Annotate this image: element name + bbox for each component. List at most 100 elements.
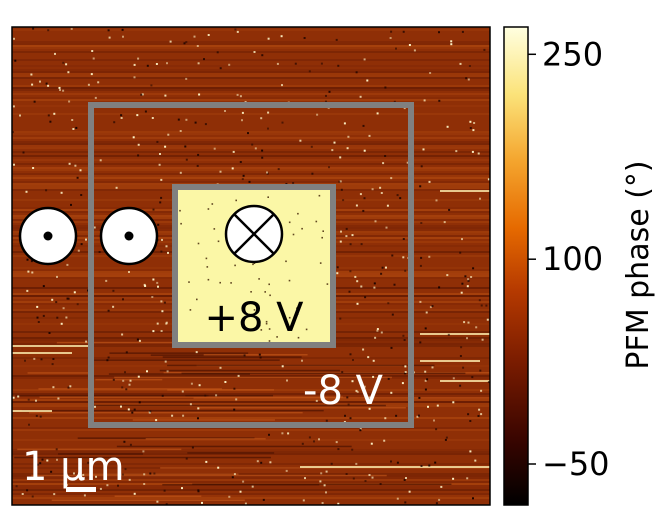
speckle (47, 29, 50, 32)
speckle (74, 164, 77, 167)
speckle (122, 379, 125, 382)
speckle (181, 390, 184, 393)
into-plane-cross-icon (224, 204, 284, 264)
speckle (94, 405, 96, 408)
speckle (363, 385, 366, 388)
speckle (242, 174, 245, 177)
speckle (424, 327, 427, 330)
speckle (27, 398, 30, 401)
scan-line (181, 372, 466, 375)
scan-line (12, 449, 490, 451)
speckle (387, 302, 390, 305)
speckle (62, 61, 65, 64)
scan-line (12, 59, 490, 61)
speckle (349, 270, 352, 273)
speckle (195, 351, 198, 354)
speckle (333, 141, 336, 144)
speckle (471, 150, 474, 153)
speckle (56, 316, 59, 319)
speckle (75, 126, 78, 129)
speckle (52, 386, 55, 389)
speckle (197, 407, 200, 410)
speckle (396, 497, 399, 500)
speckle (387, 377, 390, 380)
speckle (384, 86, 387, 89)
speckle (233, 473, 236, 476)
speckle (301, 359, 303, 362)
speckle (301, 227, 303, 230)
speckle (362, 348, 365, 351)
speckle (325, 419, 328, 422)
speckle (194, 121, 197, 124)
speckle (112, 289, 115, 292)
scan-line (132, 419, 275, 421)
speckle (478, 408, 481, 411)
speckle (384, 417, 387, 420)
speckle (435, 502, 438, 505)
speckle (261, 54, 264, 57)
speckle (276, 62, 279, 65)
speckle (143, 483, 146, 485)
speckle (228, 495, 231, 498)
speckle (428, 255, 431, 258)
scan-line (12, 141, 490, 143)
speckle (141, 93, 144, 96)
speckle (95, 475, 97, 478)
speckle (97, 81, 100, 84)
speckle (142, 450, 145, 453)
scan-line (12, 477, 490, 479)
scan-line (12, 393, 490, 395)
scan-line (27, 372, 89, 374)
speckle (390, 391, 393, 394)
speckle (87, 461, 90, 464)
speckle (335, 38, 338, 41)
speckle (219, 170, 222, 173)
speckle (28, 423, 30, 426)
scale-bar (66, 487, 96, 492)
speckle (373, 286, 376, 289)
speckle (219, 281, 221, 284)
speckle (368, 407, 371, 410)
speckle (188, 281, 190, 283)
speckle (424, 388, 427, 391)
speckle (328, 166, 330, 169)
scan-line (185, 394, 274, 397)
speckle (155, 63, 158, 65)
scan-line (31, 474, 387, 477)
speckle (122, 35, 124, 38)
scan-line (193, 397, 490, 399)
speckle (55, 448, 58, 451)
scan-line (12, 65, 490, 67)
speckle (235, 398, 238, 401)
speckle (239, 490, 242, 493)
speckle (276, 336, 278, 338)
speckle (24, 359, 26, 362)
speckle (364, 480, 367, 482)
speckle (472, 267, 475, 270)
speckle (429, 72, 432, 74)
speckle (57, 397, 60, 400)
speckle (185, 77, 188, 80)
speckle (393, 100, 396, 103)
speckle (250, 291, 252, 293)
scan-line (12, 451, 490, 453)
scan-line (109, 352, 249, 354)
scan-line (12, 410, 52, 412)
speckle (368, 134, 371, 137)
speckle (33, 100, 36, 103)
speckle (286, 379, 288, 382)
speckle (87, 83, 90, 86)
speckle (426, 378, 429, 381)
speckle (125, 351, 128, 354)
speckle (133, 492, 136, 495)
speckle (280, 35, 283, 38)
speckle (360, 285, 363, 288)
speckle (105, 279, 108, 282)
speckle (459, 384, 462, 387)
speckle (228, 63, 231, 66)
speckle (383, 439, 386, 442)
speckle (438, 286, 441, 289)
speckle (403, 479, 406, 481)
speckle (253, 309, 256, 311)
speckle (303, 37, 306, 39)
